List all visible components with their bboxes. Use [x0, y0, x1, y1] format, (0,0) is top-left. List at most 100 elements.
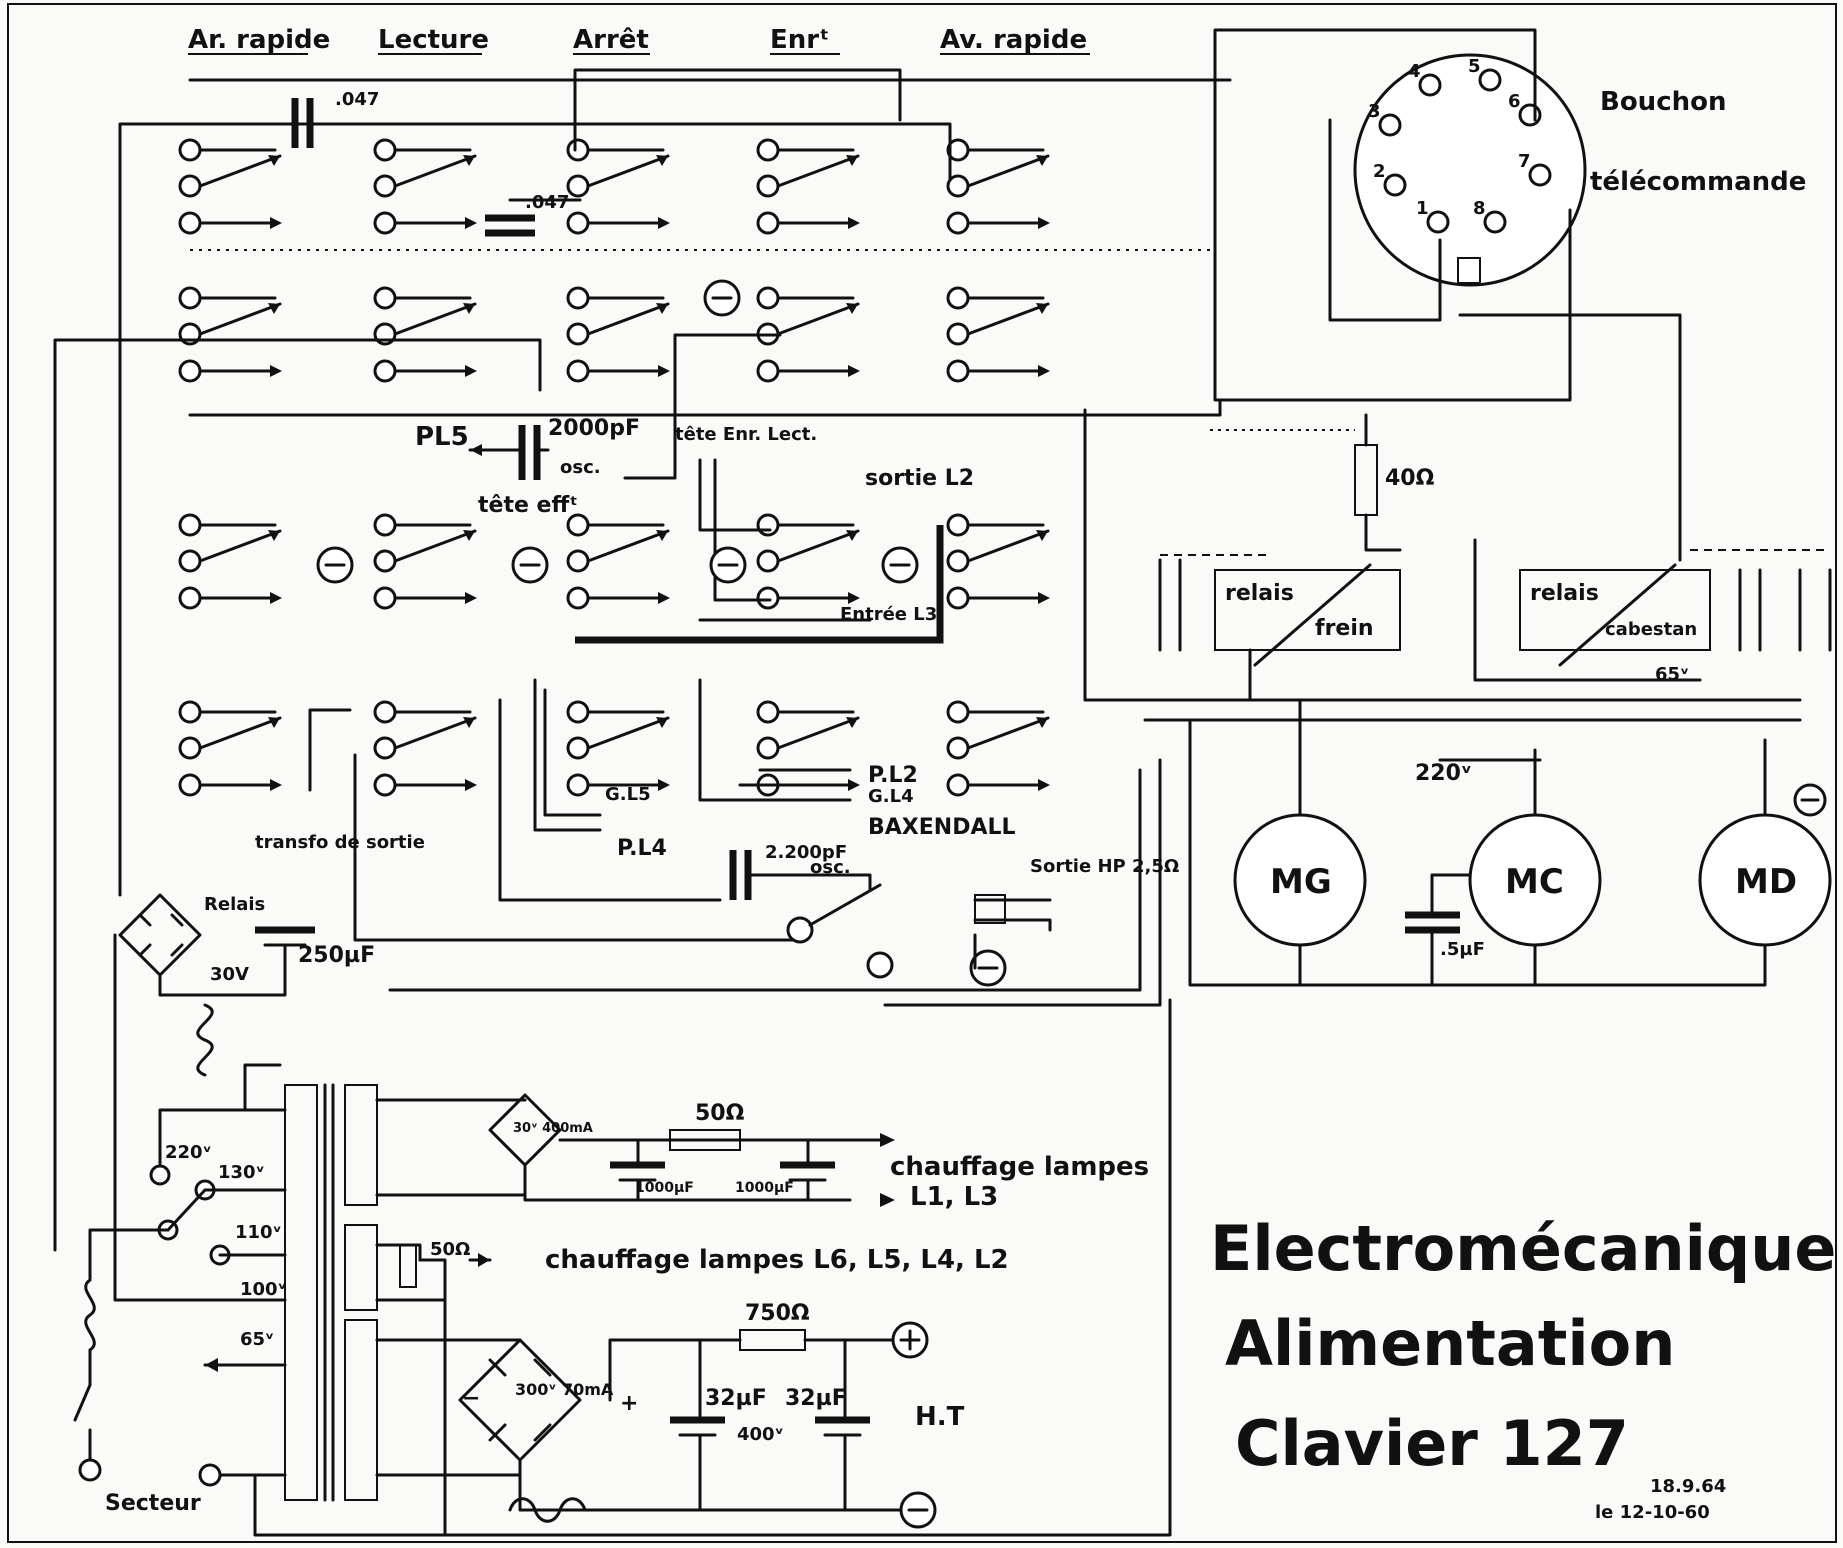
socket-pin-label: 5: [1468, 56, 1481, 77]
title-line-2: Alimentation: [1225, 1307, 1675, 1380]
svg-text:télécommande: télécommande: [1590, 167, 1806, 197]
svg-text:MC: MC: [1505, 862, 1564, 902]
switch-contact-group: [946, 286, 1050, 383]
svg-text:30ᵛ 400mA: 30ᵛ 400mA: [513, 1121, 593, 1136]
mains-input: Secteur: [73, 998, 1172, 1537]
svg-text:100ᵛ: 100ᵛ: [240, 1279, 287, 1300]
svg-text:relais: relais: [1225, 581, 1294, 606]
switch-contact-group: [756, 700, 860, 797]
label-sortie-l2: sortie L2: [865, 466, 974, 491]
svg-text:30V: 30V: [210, 964, 249, 985]
switch-contact-group: [946, 700, 1050, 797]
switch-contact-group: [946, 513, 1050, 610]
svg-text:osc.: osc.: [560, 457, 601, 478]
svg-text:frein: frein: [1315, 616, 1374, 641]
svg-text:tête Enr. Lect.: tête Enr. Lect.: [675, 424, 817, 445]
heater-supply-l1-l3: 30ᵛ 400mA 50Ω 1000µF 1000µF chauffage la…: [375, 1093, 1149, 1212]
svg-text:−: −: [462, 1386, 480, 1411]
svg-text:L1, L3: L1, L3: [910, 1182, 998, 1212]
svg-text:2.200pF: 2.200pF: [765, 842, 847, 863]
switch-contact-group: [566, 513, 670, 610]
svg-text:relais: relais: [1530, 581, 1599, 606]
title-line-3: Clavier 127: [1235, 1407, 1629, 1480]
switch-contact-group: [756, 513, 860, 610]
label-pl4: P.L4: [617, 836, 667, 861]
sheet-border: [7, 3, 1837, 1543]
svg-text:Sortie HP 2,5Ω: Sortie HP 2,5Ω: [1030, 856, 1179, 877]
voltage-selector: 220ᵛ 130ᵛ 110ᵛ 100ᵛ 65ᵛ: [88, 933, 287, 1372]
svg-text:40Ω: 40Ω: [1385, 466, 1435, 491]
svg-text:750Ω: 750Ω: [745, 1301, 810, 1326]
svg-text:220ᵛ: 220ᵛ: [1415, 761, 1472, 786]
switch-contact-group: [566, 138, 670, 235]
label-gl5: G.L5: [605, 784, 651, 805]
socket-pin-label: 8: [1473, 198, 1486, 219]
date-stamp-1: 18.9.64: [1650, 1476, 1726, 1497]
svg-text:65ᵛ: 65ᵛ: [1655, 664, 1689, 685]
key-switch-bank: [178, 138, 1050, 797]
switch-contact-group: [373, 138, 477, 235]
label-pl2: P.L2: [868, 763, 918, 788]
ht-supply: 300ᵛ 70mA − + 750Ω 32µF 32µF 400ᵛ H.T: [375, 1301, 965, 1529]
svg-text:65ᵛ: 65ᵛ: [240, 1329, 274, 1350]
switch-contact-group: [566, 700, 670, 797]
svg-text:chauffage lampes: chauffage lampes: [890, 1152, 1149, 1182]
key-lecture: Lecture: [378, 25, 489, 55]
svg-text:Bouchon: Bouchon: [1600, 87, 1726, 117]
socket-pin: [1483, 210, 1507, 234]
title-line-1: Electromécanique: [1210, 1212, 1836, 1285]
socket-pin: [1418, 73, 1442, 97]
svg-text:400ᵛ: 400ᵛ: [737, 1424, 784, 1445]
heater-supply-l2-l6: 50Ω chauffage lampes L6, L5, L4, L2: [375, 1239, 1009, 1537]
relay-bridge-rectifier: Relais 250µF 30V: [118, 893, 375, 1077]
socket-pin-label: 7: [1518, 151, 1531, 172]
svg-text:+: +: [620, 1391, 638, 1416]
socket-pin-label: 1: [1416, 198, 1429, 219]
capacitor-2200pf: 2.200pF osc.: [729, 842, 872, 900]
svg-text:250µF: 250µF: [298, 943, 375, 968]
socket-pin: [1528, 163, 1552, 187]
socket-pin-label: 2: [1373, 161, 1386, 182]
capacitor-047-a: .047: [291, 89, 379, 148]
date-stamp-2: le 12-10-60: [1595, 1502, 1710, 1523]
motor-mc: MC 220ᵛ: [1415, 748, 1602, 987]
key-ar-rapide: Ar. rapide: [188, 25, 330, 55]
svg-text:300ᵛ 70mA: 300ᵛ 70mA: [515, 1380, 614, 1399]
label-transfo-sortie: transfo de sortie: [255, 832, 425, 853]
capacitor-047-b: .047: [485, 192, 582, 237]
label-entree-l3: Entrée L3: [840, 604, 937, 625]
switch-contact-group: [178, 700, 282, 797]
socket-pin: [1478, 68, 1502, 92]
svg-text:Relais: Relais: [204, 894, 265, 915]
svg-text:MD: MD: [1735, 862, 1797, 902]
svg-text:.047: .047: [525, 192, 569, 213]
svg-text:32µF: 32µF: [705, 1386, 767, 1411]
capacitor-05uf: .5µF: [1405, 873, 1485, 987]
svg-text:tête effᵗ: tête effᵗ: [478, 493, 578, 518]
socket-pin: [1426, 210, 1450, 234]
svg-text:1000µF: 1000µF: [735, 1180, 794, 1196]
svg-text:1000µF: 1000µF: [635, 1180, 694, 1196]
svg-text:50Ω: 50Ω: [695, 1101, 745, 1126]
svg-text:MG: MG: [1270, 862, 1332, 902]
svg-text:220ᵛ: 220ᵛ: [165, 1142, 212, 1163]
svg-text:130ᵛ: 130ᵛ: [218, 1162, 265, 1183]
motor-mg: MG: [1233, 698, 1367, 987]
svg-text:H.T: H.T: [915, 1402, 965, 1432]
minus-terminals: [316, 279, 919, 584]
key-enr: Enrᵗ: [770, 25, 829, 55]
key-av-rapide: Av. rapide: [940, 25, 1087, 55]
switch-contact-group: [178, 286, 282, 383]
socket-pin: [1378, 113, 1402, 137]
svg-text:PL5: PL5: [415, 422, 469, 452]
svg-text:50Ω: 50Ω: [430, 1239, 470, 1260]
speaker-output-jack: Sortie HP 2,5Ω: [786, 856, 1179, 987]
switch-contact-group: [373, 700, 477, 797]
label-gl4: G.L4: [868, 786, 914, 807]
svg-text:110ᵛ: 110ᵛ: [235, 1222, 282, 1243]
socket-pin: [1518, 103, 1542, 127]
svg-text:.047: .047: [335, 89, 379, 110]
relay-circuit: 40Ω relais frein relais cabestan 65ᵛ: [1083, 408, 1832, 722]
